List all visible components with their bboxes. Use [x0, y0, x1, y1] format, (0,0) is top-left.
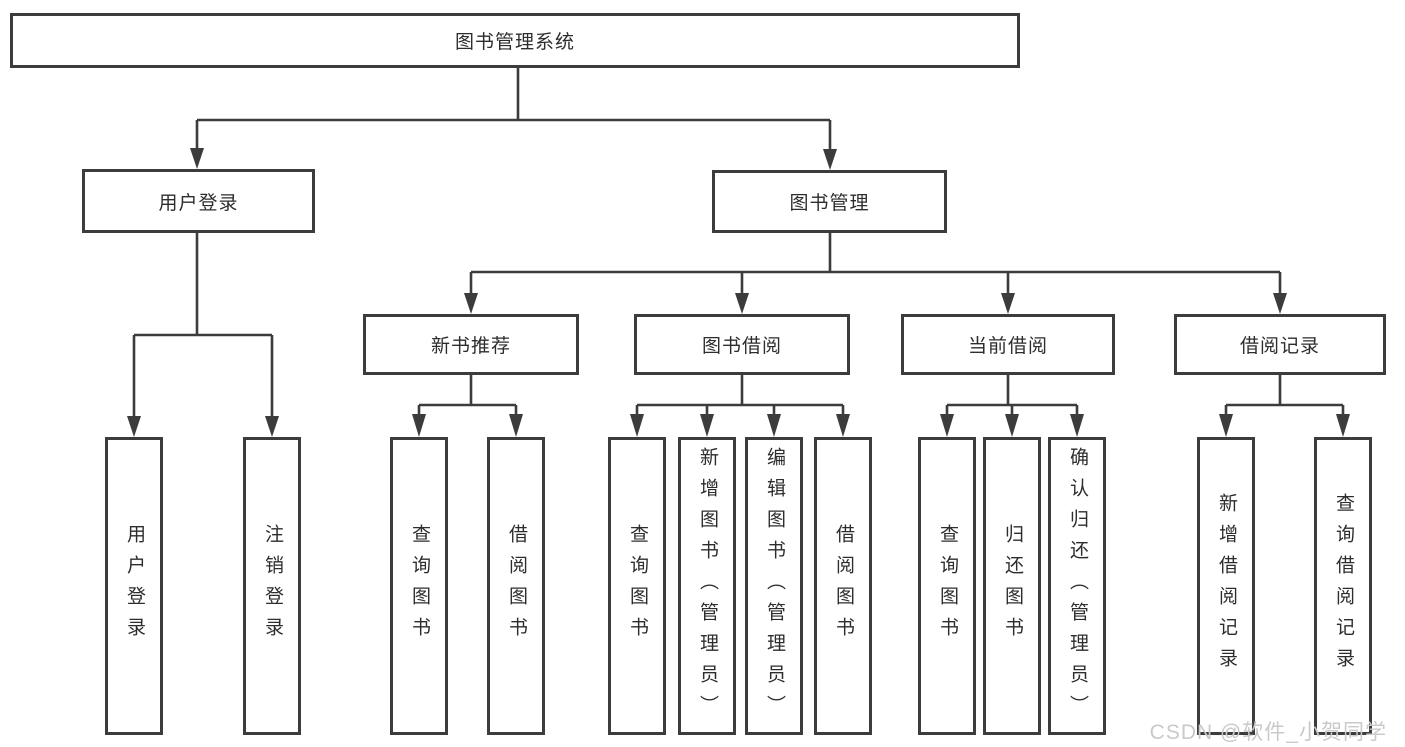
node-library-system: 图书管理系统	[10, 13, 1020, 68]
csdn-watermark: CSDN @软件_小贺同学	[1149, 721, 1387, 744]
node-borrow-records: 借阅记录	[1174, 314, 1386, 375]
leaf-query-books-recommend: 查询图书	[390, 437, 448, 735]
node-new-book-recommend: 新书推荐	[363, 314, 579, 375]
leaf-query-books-borrow: 查询图书	[608, 437, 666, 735]
leaf-add-book-admin: 新增图书（管理员）	[678, 437, 736, 735]
connector-user-login-split	[127, 233, 279, 437]
leaf-query-books-current: 查询图书	[918, 437, 976, 735]
node-user-login: 用户登录	[82, 169, 315, 233]
connector-borrow-records-split	[1219, 375, 1350, 437]
node-book-borrow: 图书借阅	[634, 314, 850, 375]
leaf-logout: 注销登录	[243, 437, 301, 735]
node-book-management: 图书管理	[712, 170, 947, 233]
leaf-confirm-return-admin: 确认归还（管理员）	[1048, 437, 1106, 735]
leaf-user-login: 用户登录	[105, 437, 163, 735]
connector-current-borrow-split	[940, 375, 1084, 437]
leaf-return-books: 归还图书	[983, 437, 1041, 735]
connector-root-split	[190, 68, 837, 170]
node-current-borrow: 当前借阅	[901, 314, 1115, 375]
connector-book-borrow-split	[630, 375, 850, 437]
leaf-edit-book-admin: 编辑图书（管理员）	[745, 437, 803, 735]
leaf-query-borrow-record: 查询借阅记录	[1314, 437, 1372, 735]
leaf-add-borrow-record: 新增借阅记录	[1197, 437, 1255, 735]
connector-new-book-split	[412, 375, 523, 437]
leaf-borrow-books-recommend: 借阅图书	[487, 437, 545, 735]
leaf-borrow-books: 借阅图书	[814, 437, 872, 735]
connector-book-management-split	[464, 233, 1287, 314]
